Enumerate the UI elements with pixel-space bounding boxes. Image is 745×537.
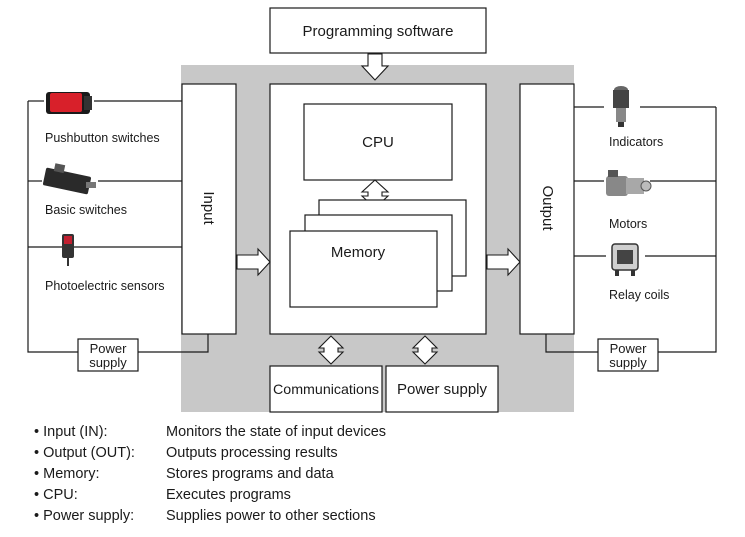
power-supply-box: [385, 365, 499, 413]
input-block-label: Input: [200, 191, 217, 225]
legend-term: Input (IN):: [34, 422, 166, 443]
output-bus-wire: [658, 107, 717, 353]
pushbutton-switch-icon: [46, 92, 92, 114]
legend-row-input: Input (IN): Monitors the state of input …: [34, 422, 386, 443]
legend-term: CPU:: [34, 485, 166, 506]
output-power-line2: supply: [609, 355, 647, 370]
output-power-wire: [545, 334, 598, 353]
legend-desc: Monitors the state of input devices: [166, 424, 387, 440]
programming-down-arrow: [360, 53, 390, 81]
motor-label: Motors: [609, 217, 647, 231]
cpu-box: [303, 103, 453, 181]
legend-row-output: Output (OUT): Outputs processing results: [34, 443, 386, 464]
communications-arrow: [317, 335, 345, 365]
memory-label: Memory: [331, 244, 386, 261]
legend-term: Power supply:: [34, 506, 166, 527]
power-supply-arrow: [411, 335, 439, 365]
communications-box: [269, 365, 383, 413]
basic-switch-label: Basic switches: [45, 203, 127, 217]
legend-row-power: Power supply: Supplies power to other se…: [34, 506, 386, 527]
legend-desc: Outputs processing results: [166, 445, 338, 461]
programming-software-box: [269, 7, 487, 54]
legend-term: Output (OUT):: [34, 443, 166, 464]
relay-coil-icon: [611, 243, 639, 276]
power-supply-label: Power supply: [397, 381, 488, 398]
input-power-box: [77, 338, 139, 372]
output-power-box: [597, 338, 659, 372]
programming-software-label: Programming software: [303, 23, 454, 40]
photoelectric-sensor-label: Photoelectric sensors: [45, 279, 165, 293]
legend: Input (IN): Monitors the state of input …: [34, 422, 386, 527]
legend-term: Memory:: [34, 464, 166, 485]
output-block: [519, 83, 575, 335]
input-wire-pushbutton: [27, 101, 78, 353]
memory-box-front: [289, 230, 438, 308]
input-block: [181, 83, 237, 335]
input-to-cpu-arrow: [236, 247, 271, 277]
output-power-line1: Power: [610, 341, 648, 356]
communications-label: Communications: [273, 381, 379, 397]
pushbutton-switch-label: Pushbutton switches: [45, 131, 160, 145]
legend-row-memory: Memory: Stores programs and data: [34, 464, 386, 485]
cpu-label: CPU: [362, 134, 394, 151]
legend-desc: Executes programs: [166, 487, 291, 503]
basic-switch-icon: [43, 163, 96, 195]
input-power-line1: Power: [90, 341, 128, 356]
indicator-label: Indicators: [609, 135, 663, 149]
motor-icon: [606, 170, 652, 196]
legend-desc: Supplies power to other sections: [166, 508, 376, 524]
input-power-wire: [138, 334, 209, 353]
output-block-label: Output: [539, 185, 556, 231]
photoelectric-sensor-icon: [62, 234, 74, 266]
plc-block-diagram: Programming software Input CPU Memory Ou…: [27, 7, 717, 413]
relay-coil-label: Relay coils: [609, 288, 669, 302]
input-power-line2: supply: [89, 355, 127, 370]
legend-desc: Stores programs and data: [166, 466, 334, 482]
cpu-to-output-arrow: [486, 247, 521, 277]
indicator-icon: [613, 86, 629, 127]
legend-row-cpu: CPU: Executes programs: [34, 485, 386, 506]
